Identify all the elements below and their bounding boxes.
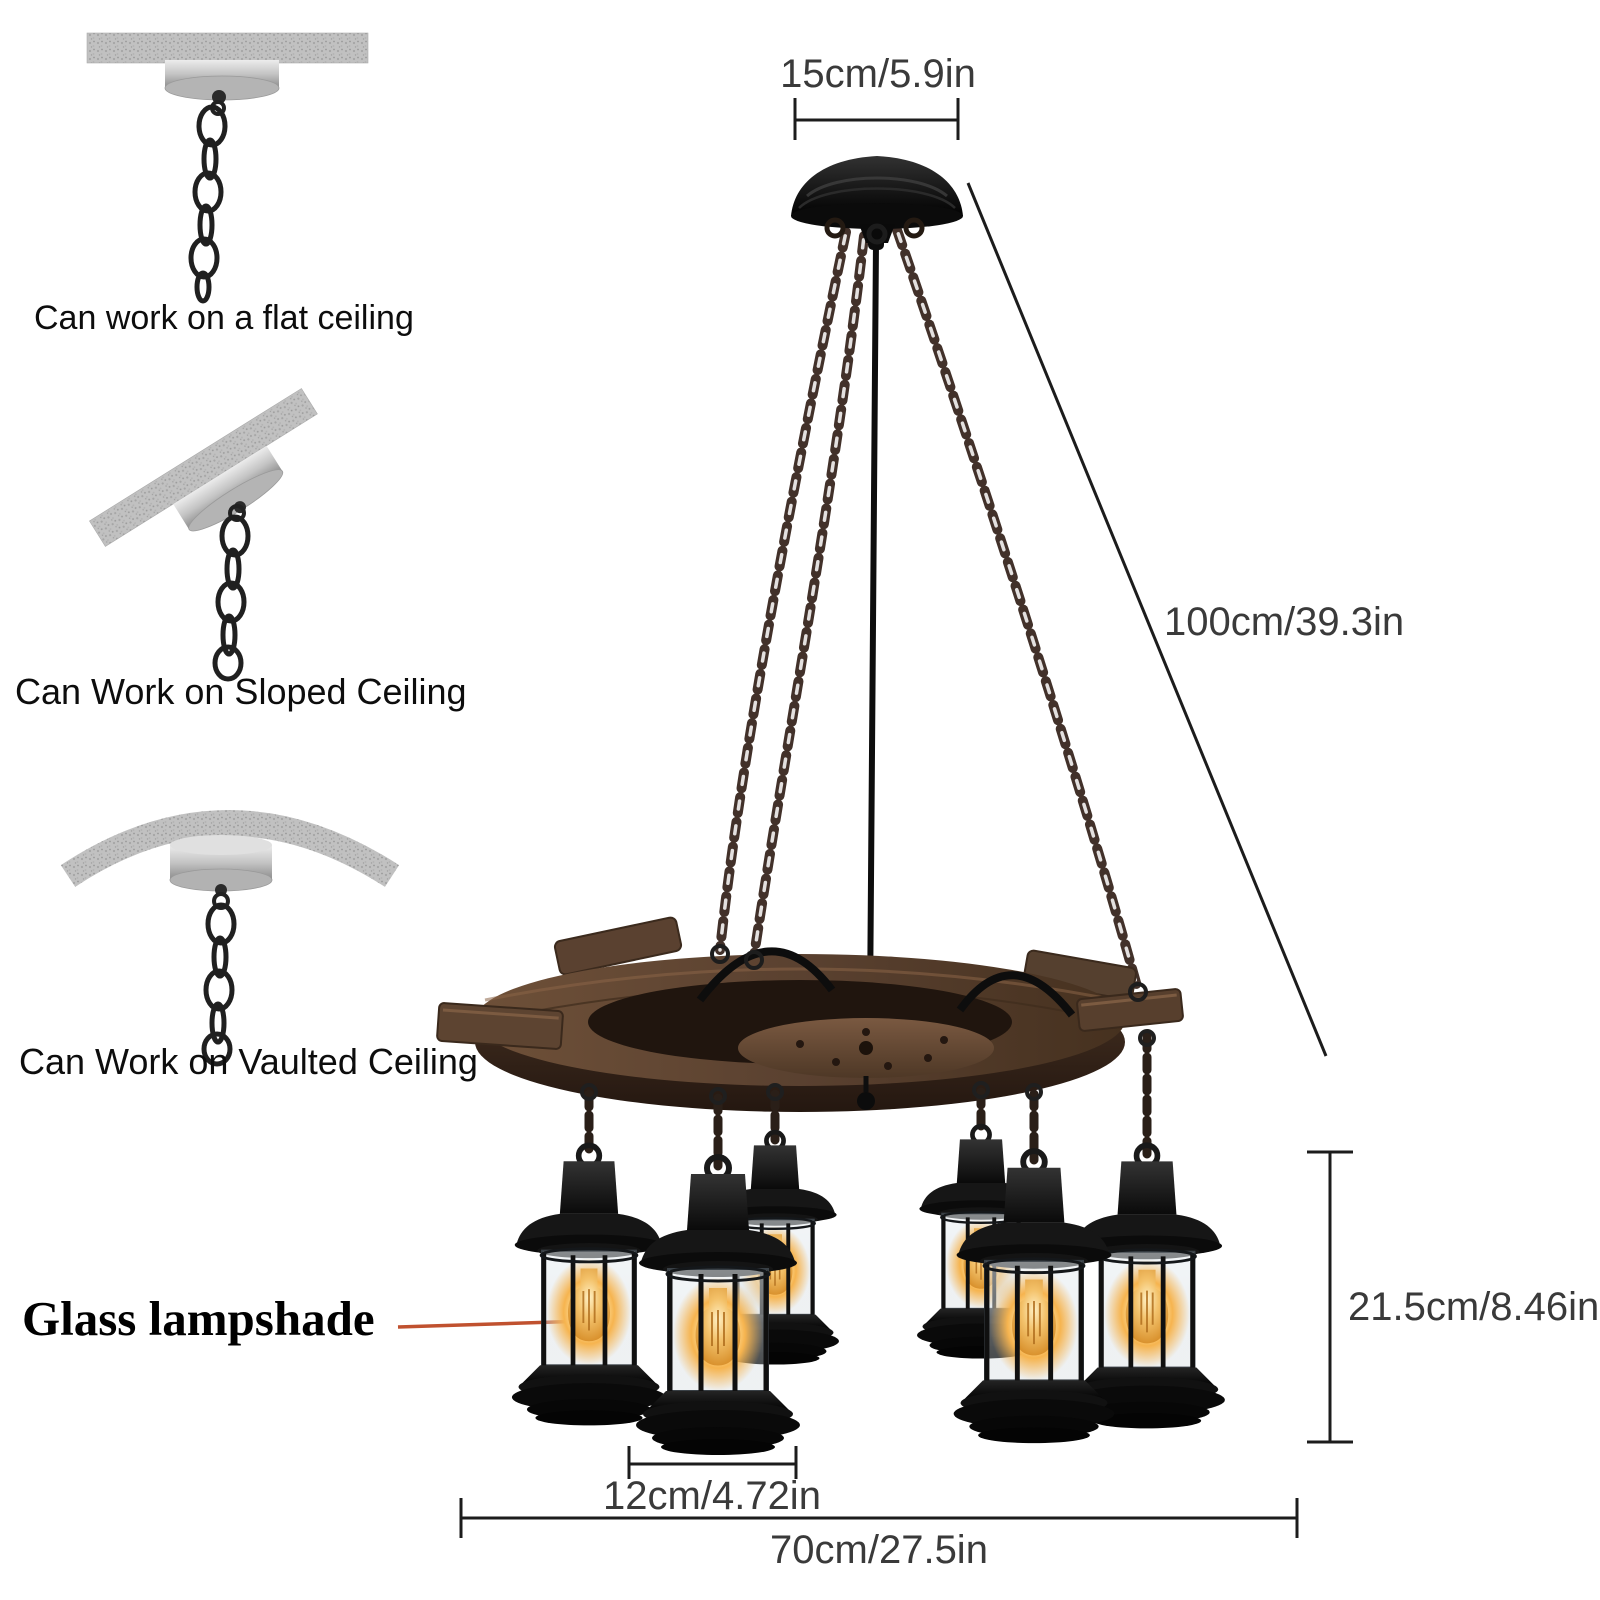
ceiling-canopy bbox=[791, 156, 963, 245]
lantern bbox=[1069, 1145, 1225, 1428]
lantern-chain-rings bbox=[580, 1029, 1156, 1105]
wheel-eye-rings bbox=[710, 944, 1148, 1002]
glass-lampshade-label: Glass lampshade bbox=[22, 1291, 375, 1346]
chandelier-graphic bbox=[436, 156, 1225, 1455]
chain-icon bbox=[188, 104, 228, 304]
fixture-width-dimension-line bbox=[459, 1498, 1299, 1538]
lantern bbox=[512, 1145, 666, 1425]
wooden-wheel bbox=[436, 916, 1184, 1112]
flat-ceiling-caption: Can work on a flat ceiling bbox=[34, 299, 414, 337]
power-cord bbox=[867, 230, 884, 1009]
sloped-ceiling-caption: Can Work on Sloped Ceiling bbox=[15, 671, 467, 712]
lantern-height-dimension-line bbox=[1307, 1150, 1353, 1444]
flat-ceiling-mount-icon bbox=[86, 32, 369, 304]
lanterns bbox=[512, 1126, 1225, 1455]
lantern-diameter-dimension-line bbox=[627, 1446, 798, 1479]
sloped-ceiling-mount-icon bbox=[89, 388, 318, 682]
lantern-diameter-dimension: 12cm/4.72in bbox=[603, 1474, 821, 1518]
dimension-lines bbox=[459, 98, 1353, 1538]
suspension-length-dimension-line bbox=[966, 182, 1328, 1057]
fixture-width-dimension: 70cm/27.5in bbox=[770, 1528, 988, 1572]
canopy-width-dimension-line bbox=[793, 98, 960, 140]
vaulted-ceiling-mount-icon bbox=[60, 810, 400, 1067]
wheel-left-handle bbox=[436, 1002, 564, 1050]
chain-icon bbox=[212, 514, 251, 682]
suspension-length-dimension: 100cm/39.3in bbox=[1164, 600, 1405, 644]
suspension-chains bbox=[715, 225, 1143, 995]
vaulted-ceiling-caption: Can Work on Vaulted Ceiling bbox=[19, 1041, 478, 1082]
wire-hoops bbox=[696, 947, 1076, 1018]
canopy-width-dimension: 15cm/5.9in bbox=[780, 52, 976, 96]
chain-icon bbox=[201, 902, 237, 1067]
center-finial-knob bbox=[857, 1092, 875, 1110]
lantern-height-dimension: 21.5cm/8.46in bbox=[1348, 1285, 1600, 1329]
